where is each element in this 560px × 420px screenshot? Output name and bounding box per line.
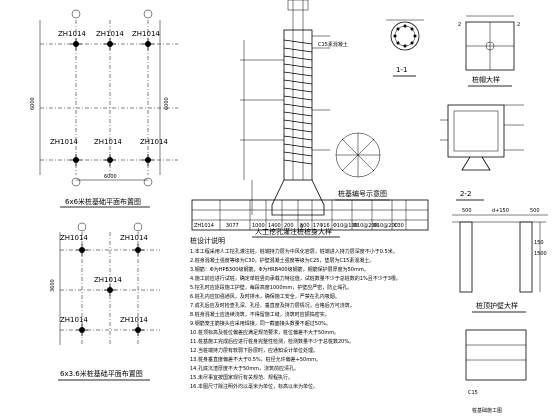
plan-top-dim: 6000 (104, 174, 117, 180)
pile-label: ZH1014 (96, 30, 124, 38)
table-cell: ZH1014 (194, 223, 214, 229)
wall-caption: 桩顶护壁大样 (476, 301, 518, 310)
wall-dim: 500 (530, 208, 540, 214)
numbering-scheme: 桩基编号示意图 (335, 132, 390, 201)
note-line: 2.桩身混凝土强度等级为C30，护壁混凝土强度等级为C25，垫层为C15素混凝土… (190, 257, 374, 264)
pile-label: ZH1014 (58, 30, 86, 38)
wall-dim: 150 (534, 240, 544, 246)
axis-bubble (143, 177, 153, 187)
pile-marker (104, 154, 116, 166)
axis-bubble (133, 222, 143, 232)
axis-bubble (71, 177, 81, 187)
note-line: 3.钢筋：Φ为HPB300级钢筋，Φ为HRB400级钢筋，钢筋保护层厚度为50m… (190, 266, 369, 273)
note-line: 1.本工程采用人工挖孔灌注桩，桩端持力层为中风化岩层，桩端进入持力层深度不小于0… (190, 248, 398, 255)
pile-marker (104, 284, 116, 296)
note-line: 16.本图尺寸除注明外均以毫米为单位，标高以米为单位。 (190, 383, 318, 390)
pile-marker (104, 38, 116, 50)
pile-marker (142, 38, 154, 50)
wall-c15: C15 (468, 390, 478, 396)
note-line: 5.挖孔时应逐段施工护壁，每段高度1000mm，护壁应严密，防止塌孔。 (190, 284, 352, 291)
note-line: 15.未尽事宜按国家现行有关规范、规程执行。 (190, 374, 293, 381)
table-cell: Φ10@200 (373, 223, 398, 229)
pile-marker (76, 324, 88, 336)
cap-detail: 2 2 桩帽大样 (458, 15, 520, 87)
note-line: 8.桩身混凝土应连续浇筑，不得留施工缝，浇筑时应振捣密实。 (190, 311, 330, 318)
pile-elevation: C15素混凝土 6 人工挖孔灌注桩桩身大样 (240, 0, 348, 238)
note-line: 7.成孔后应及时检查孔深、孔径、垂直度及持力层情况，合格后方可浇筑。 (190, 302, 355, 309)
pile-label: ZH1014 (140, 138, 168, 146)
pile-label: ZH1014 (120, 316, 148, 324)
pile-marker (132, 324, 144, 336)
section-1-1: 1-1 (386, 19, 424, 77)
table-cell: 1000 (252, 223, 265, 229)
plan-top: 6000 6000 6000 (30, 9, 178, 208)
cap-caption: 桩帽大样 (472, 75, 500, 84)
table-cell: 200 (284, 223, 294, 229)
note-line: 12.当桩端持力层有软弱下卧层时，应通知设计单位处理。 (190, 347, 318, 354)
numbering-caption: 桩基编号示意图 (338, 189, 387, 198)
pile-marker (132, 244, 144, 256)
c15-label: C15素混凝土 (318, 41, 348, 48)
note-line: 10.桩顶标高及桩位偏差应满足规范要求，桩位偏差不大于50mm。 (190, 329, 339, 336)
pile-label: ZH1014 (120, 234, 148, 242)
section-11-label: 1-1 (396, 66, 407, 74)
pile-label: ZH1014 (50, 138, 78, 146)
note-line: 6.桩孔内应加强通风，及时排水，确保施工安全，严禁在孔内吸烟。 (190, 293, 340, 300)
design-notes: 桩设计说明 1.本工程采用人工挖孔灌注桩，桩端持力层为中风化岩层，桩端进入持力层… (190, 236, 401, 390)
pile-marker (142, 154, 154, 166)
note-line: 11.桩基施工完成后应进行桩身完整性检测，检测数量不少于总桩数20%。 (190, 338, 354, 345)
section-22-label: 2-2 (460, 190, 471, 198)
pile-marker (70, 38, 82, 50)
pile-elev-caption: 人工挖孔灌注桩桩身大样 (255, 227, 332, 236)
plan-top-dim-right: 6000 (164, 97, 170, 110)
axis-bubble (71, 9, 81, 19)
axis-bubble (77, 222, 87, 232)
table-cell: 500 (300, 223, 310, 229)
cap-dim: 2 (458, 22, 461, 28)
plan-bottom-caption: 6x3.6米桩基础平面布置图 (60, 369, 143, 378)
table-cell: 3077 (226, 223, 239, 229)
wall-detail: 500 d+150 500 150 1500 桩顶护壁大样 C15 (452, 208, 548, 396)
sheet-caption: 桩基础施工图 (472, 407, 502, 414)
note-line: 14.孔底沉渣厚度不大于50mm，浇筑前应清孔。 (190, 365, 299, 372)
pile-table: ZH1014 3077 1000 1400 200 500 17Φ16 Φ10@… (191, 199, 429, 231)
pile-marker (70, 154, 82, 166)
pile-label: ZH1014 (94, 276, 122, 284)
table-cell: Φ10@200 (353, 223, 378, 229)
cap-dim: 2 (517, 22, 520, 28)
axis-bubble (143, 9, 153, 19)
note-line: 4.施工前应进行试桩，确定单桩竖向承载力特征值，试桩数量不少于总桩数的1%且不少… (190, 275, 401, 282)
plan-top-dim-left: 6000 (30, 97, 36, 110)
plan-bottom: ZH1014 ZH1014 ZH1014 ZH1014 ZH1014 3600 … (50, 222, 160, 381)
section-2-2: 2-2 (440, 104, 524, 201)
pile-label: ZH1014 (60, 234, 88, 242)
note-line: 13.桩身垂直度偏差不大于0.5%，桩径允许偏差+50mm。 (190, 356, 321, 363)
pile-label: ZH1014 (132, 30, 160, 38)
table-cell: Φ10@100 (333, 223, 358, 229)
note-line: 9.钢筋笼主筋接头应采用焊接，同一截面接头数量不超过50%。 (190, 320, 331, 327)
pile-top-dim: 6 (300, 224, 303, 230)
table-cell: C30 (394, 223, 404, 229)
table-cell: 1400 (268, 223, 281, 229)
pile-label: ZH1014 (60, 316, 88, 324)
pile-label: ZH1014 (94, 138, 122, 146)
plan-bottom-dim: 3600 (50, 279, 56, 292)
wall-dim: 500 (462, 208, 472, 214)
pile-marker (76, 244, 88, 256)
plan-top-caption: 6x6米桩基础平面布置图 (65, 197, 141, 206)
wall-dim: 1500 (534, 251, 547, 257)
wall-dim: d+150 (492, 208, 509, 214)
notes-title: 桩设计说明 (190, 236, 225, 245)
table-cell: 17Φ16 (313, 223, 330, 229)
